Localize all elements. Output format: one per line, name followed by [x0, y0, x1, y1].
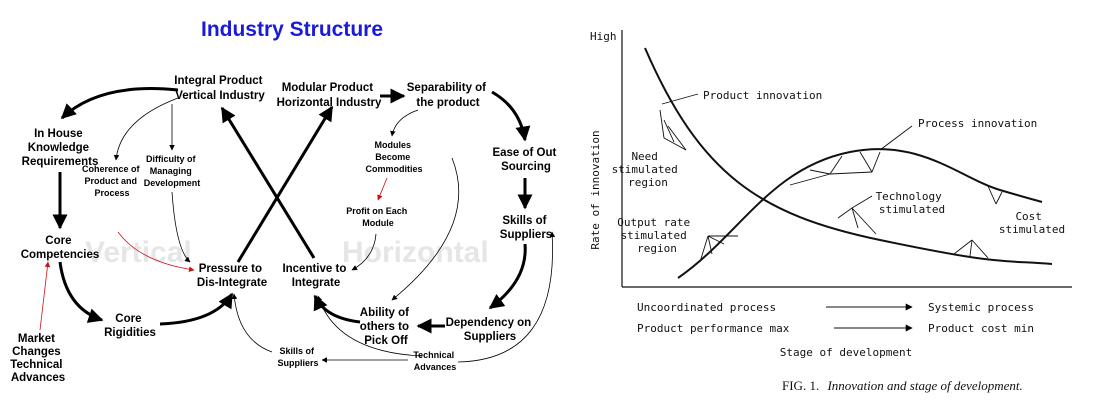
arrow-techadv-to-skills — [457, 231, 556, 363]
output-region-hatching — [699, 235, 738, 263]
node-difficulty-managing: Difficulty of Managing Development — [144, 154, 201, 188]
arrow-skills-to-dependency — [488, 243, 527, 310]
arrow-integral-to-coherence — [113, 97, 179, 161]
arrow-skills-small-to-pressure — [231, 293, 273, 353]
figure-caption-text: Innovation and stage of development. — [826, 378, 1022, 393]
arrow-separability-to-ease — [491, 90, 531, 142]
need-region-hatching — [659, 109, 687, 151]
arrow-incentive-to-integral — [220, 106, 316, 259]
process-innovation-label: Process innovation — [918, 117, 1037, 130]
node-skills-suppliers: Skills of Suppliers — [500, 215, 552, 241]
arrow-profit-to-incentive — [351, 233, 377, 271]
node-core-rigidities: Core Rigidities — [104, 313, 156, 339]
technology-region-hatching — [789, 151, 881, 235]
x-axis-label: Stage of development — [780, 346, 912, 359]
arrow-pressure-to-modular — [236, 105, 334, 263]
node-pressure-disintegrate: Pressure to Dis-Integrate — [197, 263, 267, 289]
y-axis-high-label: High — [590, 30, 617, 43]
node-dependency-suppliers: Dependency on Suppliers — [446, 317, 535, 343]
product-label-leader — [661, 93, 913, 151]
node-modular-product: Modular Product Horizontal Industry — [277, 82, 382, 109]
node-technical-advances: Technical Advances — [413, 350, 456, 372]
arrow-corecomp-to-corerigidities — [58, 261, 104, 323]
diagram-title: Industry Structure — [201, 18, 383, 41]
watermark-horizontal: Horizontal — [342, 236, 489, 269]
arrow-ability-to-incentive — [313, 294, 361, 324]
technology-stimulated-label: Technology stimulated — [876, 190, 949, 216]
axis-row-2-right: Product cost min — [928, 322, 1034, 335]
node-core-competencies: Core Competencies — [21, 235, 100, 261]
product-innovation-label: Product innovation — [703, 89, 822, 102]
process-innovation-curve — [677, 148, 1043, 279]
output-rate-stimulated-label: Output rate stimulated region — [617, 216, 696, 255]
innovation-stage-figure: High Rate of innovation — [589, 30, 1072, 393]
cost-stimulated-label: Cost stimulated — [999, 210, 1065, 236]
arrow-coherence-to-pressure — [117, 231, 195, 273]
arrow-modules-to-ability — [391, 157, 460, 301]
figure-caption-number: FIG. 1. — [782, 378, 819, 393]
product-innovation-curve — [644, 47, 1053, 265]
watermark-vertical: Vertical — [85, 236, 192, 269]
node-modules-commodities: Modules Become Commodities — [365, 140, 422, 174]
axis-row-1-right: Systemic process — [928, 301, 1034, 314]
arrow-modules-to-profit — [377, 177, 388, 201]
arrow-difficulty-to-pressure — [171, 191, 191, 263]
arrow-separability-to-modules — [390, 109, 419, 137]
arrow-market-to-corecomp — [39, 261, 51, 331]
y-axis-label: Rate of innovation — [589, 130, 602, 249]
node-integral-product: Integral Product Vertical Industry — [174, 75, 265, 102]
node-ability-pick-off: Ability of others to Pick Off — [360, 307, 412, 347]
node-incentive-integrate: Incentive to Integrate — [282, 263, 349, 289]
need-stimulated-label: Need stimulated region — [612, 150, 685, 189]
industry-structure-diagram: Industry Structure Vertical Horizontal — [10, 18, 559, 384]
node-ease-outsourcing: Ease of Out Sourcing — [492, 147, 559, 173]
arrow-corerigidities-to-pressure — [159, 292, 234, 326]
axis-row-2-left: Product performance max — [637, 322, 790, 335]
arrow-techadv-to-incentive — [316, 295, 423, 357]
node-coherence: Coherence of Product and Process — [82, 164, 142, 198]
node-skills-suppliers-small: Skills of Suppliers — [277, 346, 318, 368]
node-separability: Separability of the product — [407, 82, 489, 109]
node-profit-each-module: Profit on Each Module — [346, 206, 410, 228]
node-in-house-knowledge: In House Knowledge Requirements — [22, 128, 99, 168]
arrow-integral-to-inhouse — [60, 87, 179, 120]
node-market-changes: Market Changes Technical Advances — [10, 333, 65, 384]
figure-caption: FIG. 1. Innovation and stage of developm… — [782, 378, 1023, 393]
axis-row-1-left: Uncoordinated process — [637, 301, 776, 314]
cost-region-hatching — [953, 185, 1003, 259]
